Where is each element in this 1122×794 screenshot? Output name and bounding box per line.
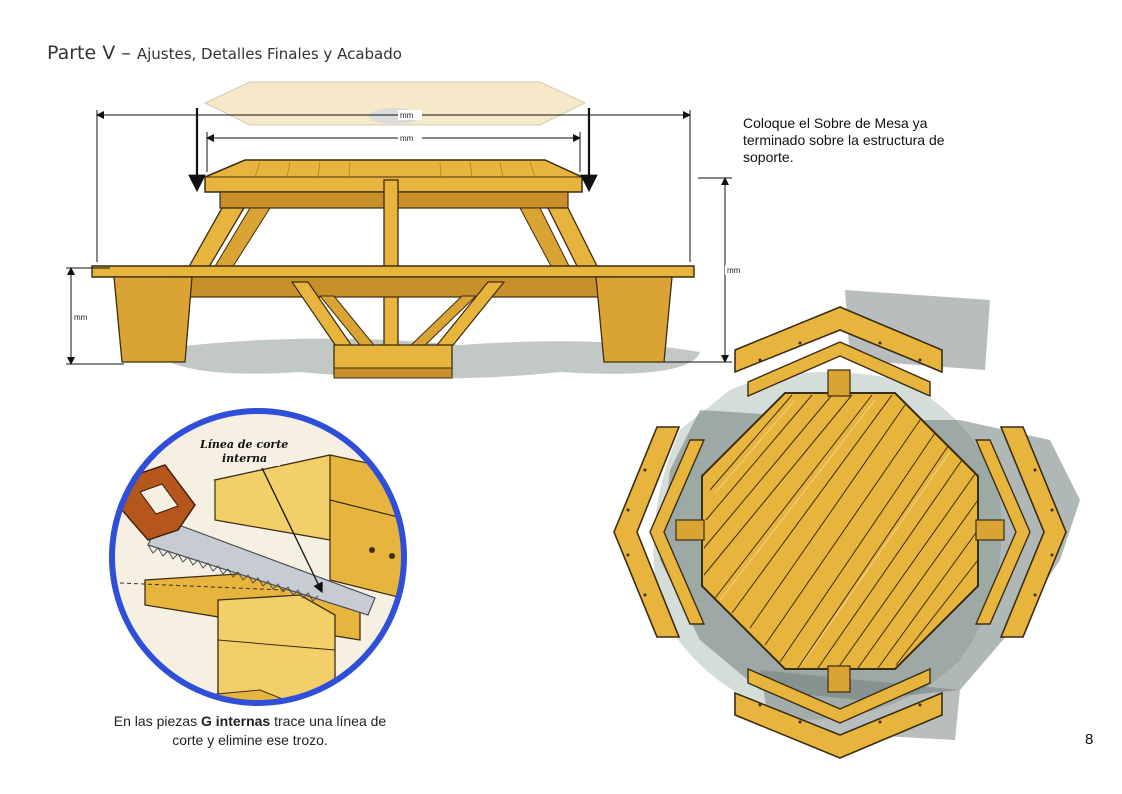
tabletop-slats: [703, 394, 979, 669]
ghost-tabletop: [203, 81, 587, 126]
detail-circle: [109, 408, 407, 706]
seat-block-right: [595, 276, 673, 363]
dim-height-right: mm: [727, 266, 741, 275]
caption-post: trace una línea de corte y elimine ese t…: [172, 713, 387, 748]
dim-seat-left: mm: [74, 313, 88, 322]
side-view-table: mm mm mm mm: [66, 81, 747, 379]
bench-bottom: [734, 691, 943, 759]
part-label: Parte V: [47, 42, 116, 64]
dim-top-outer: mm: [400, 111, 414, 120]
detail-caption: En las piezas G internas trace una línea…: [100, 712, 400, 750]
seat-board: [91, 265, 695, 278]
bench-top: [734, 306, 943, 374]
top-view-table: [613, 290, 1080, 759]
octagon-tabletop: [701, 392, 979, 670]
seat-block-left: [113, 276, 193, 363]
caption-bold: G internas: [200, 713, 271, 729]
dim-top-inner: mm: [400, 134, 414, 143]
caption-pre: En las piezas: [113, 713, 201, 729]
header-subtitle: Ajustes, Detalles Finales y Acabado: [136, 45, 402, 63]
instruction-text: Coloque el Sobre de Mesa ya terminado so…: [743, 115, 945, 165]
dimension-lines: [66, 110, 732, 365]
callout-line2: interna: [222, 452, 267, 465]
callout-line1: Línea de corte: [199, 438, 288, 451]
page-number: 8: [1085, 731, 1094, 748]
page-header: Parte V – Ajustes, Detalles Finales y Ac…: [47, 42, 402, 64]
cut-detail: Línea de corte interna: [109, 408, 407, 706]
header-separator: –: [115, 42, 137, 64]
